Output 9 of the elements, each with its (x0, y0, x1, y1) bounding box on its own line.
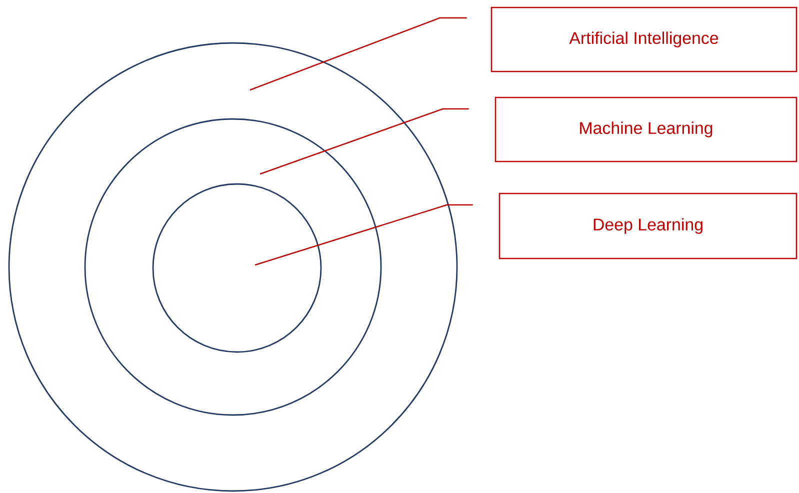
leader-line (250, 17, 467, 91)
label-box: Artificial Intelligence (490, 6, 798, 72)
label-box: Deep Learning (498, 192, 798, 260)
circle (152, 183, 322, 353)
circle (8, 42, 458, 492)
circle (84, 118, 382, 416)
label-box: Machine Learning (494, 96, 798, 162)
leader-line (260, 108, 469, 175)
leader-line (254, 204, 473, 266)
